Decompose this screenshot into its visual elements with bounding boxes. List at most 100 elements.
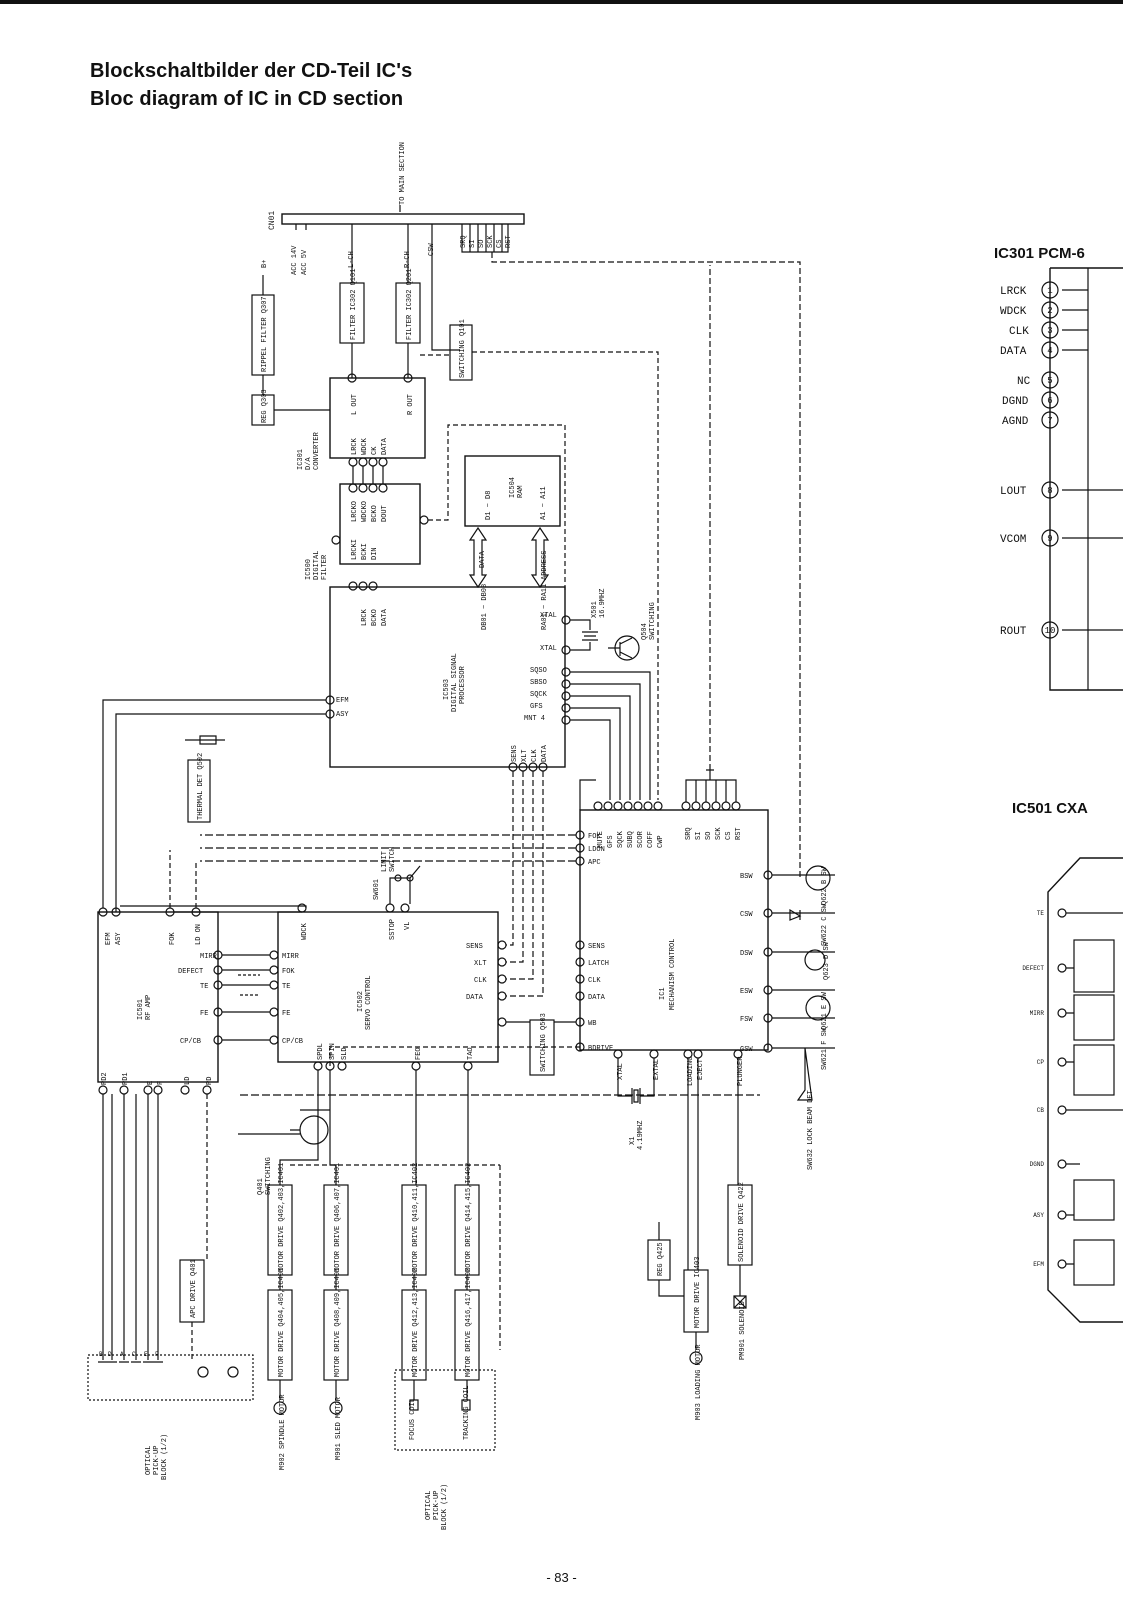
svg-text:SBSO: SBSO <box>530 679 547 687</box>
svg-text:FILTER: FILTER <box>321 554 329 580</box>
connector-label: CN01 <box>268 211 277 230</box>
svg-text:EXTAL: EXTAL <box>653 1059 661 1080</box>
svg-text:THERMAL DET Q502: THERMAL DET Q502 <box>197 753 205 820</box>
svg-text:LOUT: LOUT <box>1000 486 1027 498</box>
svg-text:BDRIVE: BDRIVE <box>588 1045 613 1053</box>
svg-text:MOTOR DRIVE IC403: MOTOR DRIVE IC403 <box>694 1257 702 1328</box>
rf-servo-links <box>115 905 307 1041</box>
reg-q425: REG Q425 <box>647 1222 684 1297</box>
svg-text:CONVERTER: CONVERTER <box>313 431 321 470</box>
svg-text:BLOCK (1/2): BLOCK (1/2) <box>161 1434 169 1480</box>
svg-text:SWITCHING: SWITCHING <box>265 1157 273 1195</box>
svg-text:DGND: DGND <box>1002 396 1029 408</box>
motor-drive-upper: MOTOR DRIVE Q402,403,IC401 MOTOR DRIVE Q… <box>267 1163 480 1276</box>
apc-drive-q401: APC DRIVE Q401 <box>179 1094 208 1360</box>
pin-srq: SRQ <box>460 235 468 248</box>
pin-acc14v: ACC 14V <box>291 245 299 275</box>
svg-text:LDON: LDON <box>588 846 605 854</box>
svg-text:GSW: GSW <box>740 1046 753 1054</box>
svg-text:CP/CB: CP/CB <box>282 1038 303 1046</box>
pin-sck: SCK <box>487 235 495 248</box>
svg-text:MIRR: MIRR <box>282 953 300 961</box>
svg-text:A: A <box>120 1351 124 1358</box>
svg-text:EJECT: EJECT <box>697 1059 705 1080</box>
svg-text:16.9MHZ: 16.9MHZ <box>599 589 607 618</box>
svg-text:COFF: COFF <box>647 831 655 848</box>
svg-text:2: 2 <box>1047 306 1052 316</box>
svg-text:IC503: IC503 <box>443 679 451 700</box>
svg-text:SENS: SENS <box>588 943 605 951</box>
svg-text:DB01 ~ DB08: DB01 ~ DB08 <box>481 584 489 630</box>
digital-filter-ic500: IC500 DIGITAL FILTER LRCKO WDCKO BCKO DO… <box>305 424 566 592</box>
svg-text:NC: NC <box>1017 376 1031 388</box>
svg-text:APC DRIVE Q401: APC DRIVE Q401 <box>190 1259 198 1318</box>
svg-text:ASY: ASY <box>115 932 123 945</box>
svg-text:FE: FE <box>200 1010 208 1018</box>
svg-text:LRCKO: LRCKO <box>351 501 359 522</box>
svg-text:ADDRESS: ADDRESS <box>541 551 549 580</box>
svg-text:CP/CB: CP/CB <box>180 1038 201 1046</box>
svg-text:M903 LOADING MOTOR: M903 LOADING MOTOR <box>695 1344 703 1420</box>
svg-text:LD ON: LD ON <box>195 924 203 945</box>
ic501-heading: IC501 CXA <box>1012 800 1088 817</box>
svg-text:TE: TE <box>282 983 290 991</box>
svg-text:SWITCHING: SWITCHING <box>649 602 657 640</box>
mcu-ic1: IC1 MECHANISM CONTROL MUTE GFS SQCK SUBQ… <box>575 801 773 1086</box>
svg-text:BCKO: BCKO <box>371 505 379 522</box>
ic501-pinout <box>1047 857 1123 1323</box>
data-bus-arrow: DATA <box>468 526 488 589</box>
svg-text:IC301: IC301 <box>297 449 305 470</box>
svg-text:CLK: CLK <box>474 977 487 985</box>
svg-text:WDCK: WDCK <box>301 922 309 940</box>
svg-text:ASY: ASY <box>1033 1212 1044 1219</box>
svg-text:M901 SLED MOTOR: M901 SLED MOTOR <box>335 1396 343 1460</box>
svg-text:EFM: EFM <box>105 932 113 945</box>
svg-text:DATA: DATA <box>479 550 487 568</box>
svg-text:DIGITAL SIGNAL: DIGITAL SIGNAL <box>451 653 459 712</box>
svg-text:9: 9 <box>1047 534 1052 544</box>
svg-text:FOK: FOK <box>282 968 295 976</box>
svg-text:Q401: Q401 <box>257 1178 265 1195</box>
svg-text:GFS: GFS <box>530 703 543 711</box>
svg-text:R OUT: R OUT <box>407 394 415 415</box>
switching-q503: SWITCHING Q503 <box>506 1013 576 1076</box>
svg-text:XTAL: XTAL <box>617 1063 625 1080</box>
ripple-filter-block: RIPPEL FILTER Q307 B+ <box>251 260 275 395</box>
svg-text:FOK: FOK <box>588 833 601 841</box>
svg-text:XLT: XLT <box>474 960 487 968</box>
mcu-control-bus <box>200 265 737 1066</box>
svg-text:SENS: SENS <box>466 943 483 951</box>
svg-text:L OUT: L OUT <box>351 394 359 415</box>
svg-text:WDCK: WDCK <box>361 437 369 455</box>
svg-text:4: 4 <box>1047 346 1052 356</box>
svg-text:FILTER IC302 Q101: FILTER IC302 Q101 <box>350 269 358 340</box>
svg-text:6: 6 <box>1047 396 1052 406</box>
svg-text:MIRR: MIRR <box>1030 1010 1045 1017</box>
svg-text:3: 3 <box>1047 326 1052 336</box>
svg-text:A1 ~ A11: A1 ~ A11 <box>540 486 548 520</box>
svg-text:X1: X1 <box>629 1137 637 1145</box>
connector-cn01: CN01 TO MAIN SECTION <box>268 142 525 230</box>
svg-text:APC: APC <box>588 859 601 867</box>
svg-text:D1 ~ D8: D1 ~ D8 <box>485 491 493 520</box>
svg-text:SPDL: SPDL <box>317 1043 325 1060</box>
connector-note: TO MAIN SECTION <box>399 142 407 205</box>
svg-text:ASY: ASY <box>336 711 349 719</box>
svg-text:8: 8 <box>1047 486 1052 496</box>
svg-text:IC502: IC502 <box>357 991 365 1012</box>
svg-text:XLT: XLT <box>521 749 529 762</box>
svg-text:MOTOR DRIVE Q402,403,IC401: MOTOR DRIVE Q402,403,IC401 <box>278 1163 286 1272</box>
svg-text:VL: VL <box>404 922 412 930</box>
servo-dsp-links <box>506 771 544 997</box>
svg-text:DEFECT: DEFECT <box>1022 965 1044 972</box>
svg-text:RF AMP: RF AMP <box>145 995 153 1020</box>
svg-text:MIRR: MIRR <box>200 953 218 961</box>
svg-text:FOCUS COIL: FOCUS COIL <box>409 1398 417 1440</box>
svg-text:MOTOR DRIVE Q414,415,IC402: MOTOR DRIVE Q414,415,IC402 <box>465 1163 473 1272</box>
svg-text:SQSO: SQSO <box>530 667 547 675</box>
switching-q504: Q504 SWITCHING <box>608 602 657 661</box>
ram-ic504: IC504 RAM D1 ~ D8 A1 ~ A11 <box>464 455 561 527</box>
servo-ic502: IC502 SERVO CONTROL WDCK SSTOP VL SENS X… <box>269 903 507 1071</box>
svg-text:CK: CK <box>371 446 379 455</box>
svg-text:4.19MHZ: 4.19MHZ <box>637 1121 645 1150</box>
